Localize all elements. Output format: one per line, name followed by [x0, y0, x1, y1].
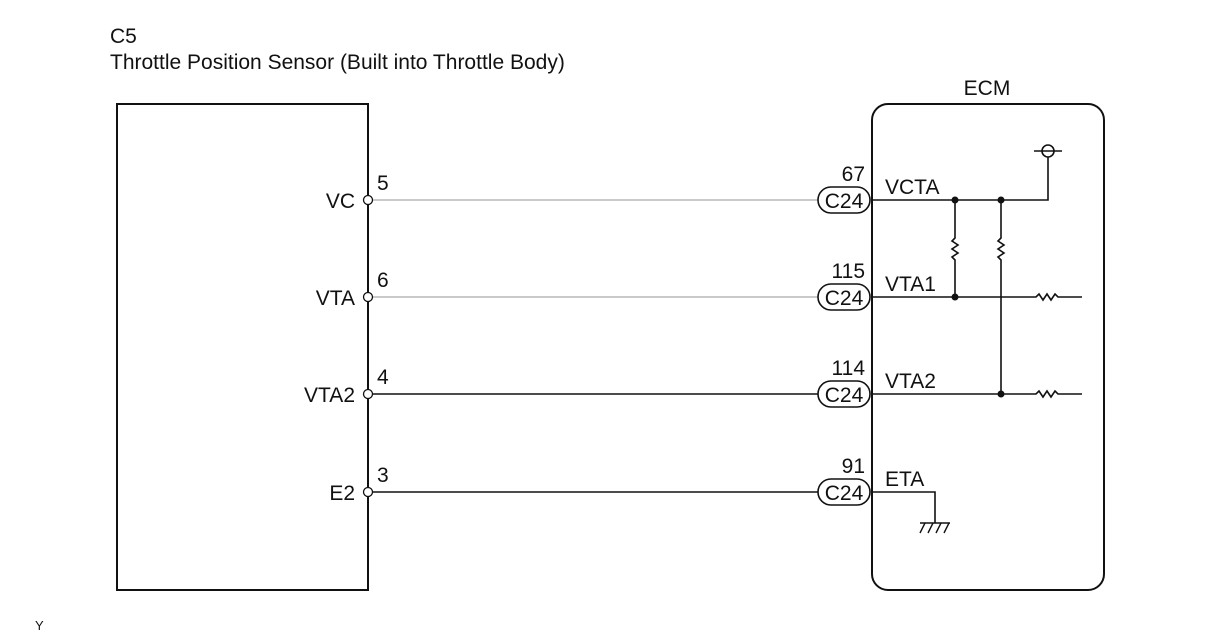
sensor-pin-number: 6 [377, 269, 389, 292]
sensor-pin-signal: E2 [329, 482, 355, 505]
sensor-pin-number: 5 [377, 172, 389, 195]
ecm-pin-number: 115 [832, 260, 865, 283]
footer-mark: Y [35, 618, 44, 633]
vcta-vta1-resistor [950, 200, 960, 297]
ecm-pin-number: 67 [842, 163, 865, 186]
ecm-box [871, 103, 1105, 591]
junction-dot [997, 196, 1005, 204]
junction-dot [951, 293, 959, 301]
sensor-terminal [362, 486, 374, 498]
ecm-terminal-label: VTA2 [885, 370, 936, 393]
connector-code: C24 [825, 482, 864, 505]
ecm-pin-number: 114 [832, 357, 866, 380]
sensor-pin-signal: VTA2 [304, 384, 355, 407]
connector-pill [817, 380, 871, 408]
junction-dot [997, 390, 1005, 398]
connector-pill [817, 478, 871, 506]
sensor-connector-code: C5 [110, 25, 137, 48]
connector-code: C24 [825, 287, 864, 310]
sensor-terminal [362, 388, 374, 400]
ecm-terminal-label: VCTA [885, 176, 939, 199]
sensor-pin-signal: VC [326, 190, 355, 213]
eta-ground-line [872, 491, 936, 523]
vta2-input-resistor [872, 389, 1082, 399]
ecm-pin-number: 91 [842, 455, 865, 478]
sensor-terminal [362, 194, 374, 206]
connector-code: C24 [825, 190, 864, 213]
vcta-supply-line [872, 156, 1049, 201]
sensor-pin-number: 4 [377, 366, 389, 389]
ecm-terminal-label: VTA1 [885, 273, 936, 296]
ground-icon [919, 522, 950, 534]
vcta-vta2-resistor [996, 200, 1006, 394]
connector-pill [817, 186, 871, 214]
connector-code: C24 [825, 384, 864, 407]
sensor-box [116, 103, 369, 591]
reference-voltage-icon [1034, 144, 1062, 158]
junction-dot [951, 196, 959, 204]
ecm-title: ECM [964, 77, 1011, 100]
sensor-pin-signal: VTA [316, 287, 355, 310]
sensor-pin-number: 3 [377, 464, 389, 487]
ecm-internal-circuit [872, 144, 1082, 534]
sensor-name: Throttle Position Sensor (Built into Thr… [110, 51, 565, 74]
ecm-terminal-label: ETA [885, 468, 924, 491]
vta1-input-resistor [872, 292, 1082, 302]
connector-pill [817, 283, 871, 311]
sensor-terminal [362, 291, 374, 303]
